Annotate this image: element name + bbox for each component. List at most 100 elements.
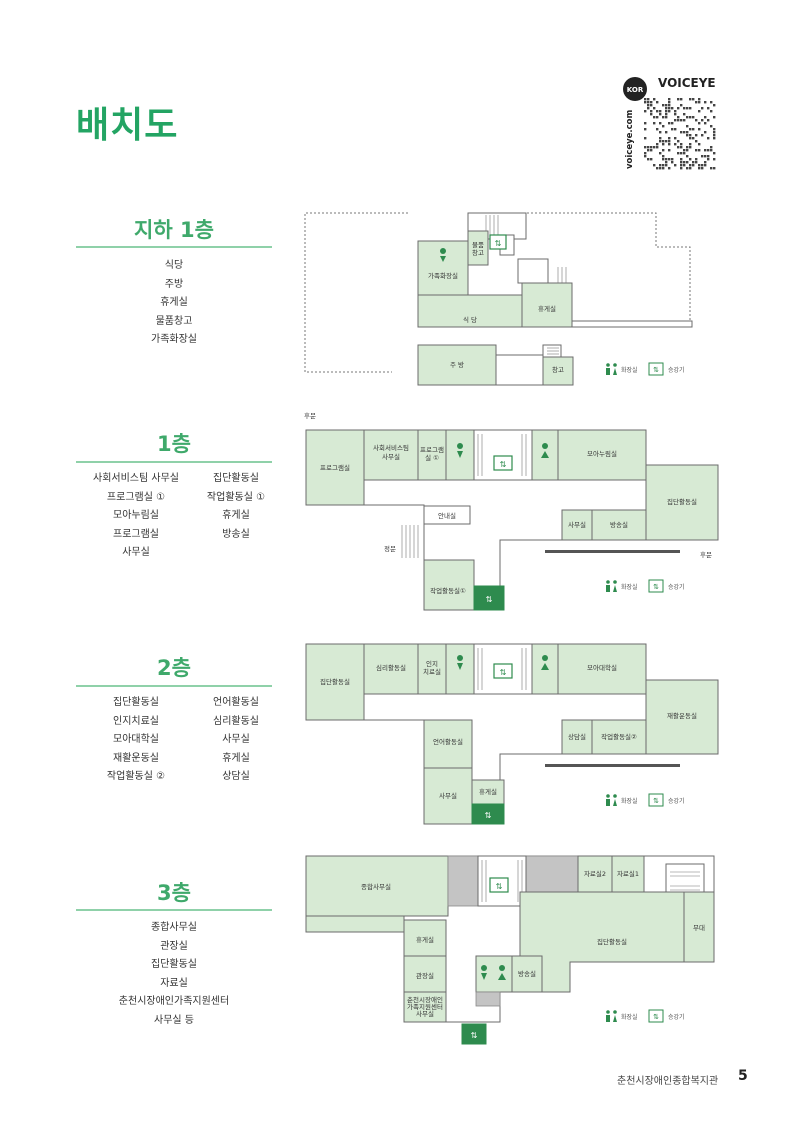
list-item	[196, 544, 276, 563]
list-item: 휴게실	[222, 752, 250, 764]
svg-text:⇅: ⇅	[485, 811, 492, 820]
room-label: 휴게실	[416, 935, 434, 944]
room-label: 집단활동실	[667, 497, 697, 506]
room-label: 창고	[552, 366, 564, 374]
room-social	[363, 429, 419, 481]
restroom-icon	[498, 965, 506, 980]
divider	[545, 764, 680, 767]
room-label: 심리활동실	[376, 663, 406, 672]
elevator-icon: ⇅	[489, 234, 507, 250]
list-item: 방송실	[222, 528, 250, 540]
voiceye-url: voiceye.com	[625, 109, 635, 169]
restroom-icon	[606, 794, 617, 806]
room-counsel	[561, 719, 593, 755]
room-psych	[363, 643, 419, 695]
elevator-icon: ⇅	[648, 793, 664, 807]
legend: 화장실 ⇅ 승강기	[606, 579, 685, 593]
room-kitchen	[417, 344, 497, 386]
room-rehab	[645, 679, 719, 755]
b1-room-list: 식당 주방 휴게실 물품창고 가족화장실	[76, 257, 272, 350]
list-item: 자료실	[160, 977, 188, 989]
room-label: 재활운동실	[667, 711, 697, 720]
room-label: 춘천시장애인	[407, 995, 443, 1004]
floor-plan-3f: ⇅ ⇅ 종합사무실 자료실2 자료실1 무대 집단활동실 휴게실 관장실 방송실…	[305, 855, 715, 1045]
room-storage	[467, 230, 489, 266]
room-label: 상담실	[568, 732, 586, 741]
room-moa	[557, 429, 647, 481]
svg-text:⇅: ⇅	[495, 239, 502, 248]
room-office	[561, 509, 593, 541]
room-label: 작업활동실①	[430, 586, 466, 595]
restroom-icon	[606, 580, 617, 592]
list-item: 집단활동실	[113, 697, 159, 708]
list-item: 프로그램실	[113, 528, 159, 540]
room-label: 안내실	[438, 511, 456, 520]
list-item: 관장실	[160, 940, 188, 952]
elevator-icon: ⇅	[493, 455, 513, 471]
room-label: 사무실	[439, 791, 457, 800]
list-item: 심리활동실	[213, 715, 259, 727]
elevator-icon: ⇅	[648, 1009, 664, 1023]
floor-plan-1f: ⇅ ⇅ 프로그램실 사회서비스팀 사무실 프로그램 실 ① 모아누림실 집단활동…	[304, 412, 719, 611]
room-label: 방송실	[610, 520, 628, 529]
list-item: 모아누림실	[113, 510, 159, 521]
legend-elevator: 승강기	[668, 366, 685, 374]
svg-text:⇅: ⇅	[653, 797, 659, 805]
divider	[76, 685, 272, 687]
svg-text:⇅: ⇅	[500, 460, 507, 469]
room-broadcast	[511, 955, 543, 993]
legend: 화장실 ⇅ 승강기	[606, 1009, 685, 1023]
restroom-icon	[606, 363, 617, 375]
room-office	[423, 767, 473, 825]
room-group	[645, 464, 719, 541]
restroom-icon	[457, 443, 463, 458]
list-item: 가족화장실	[151, 334, 197, 345]
list-item: 물품창고	[155, 315, 193, 327]
list-item: 사무실	[122, 547, 150, 558]
room-label: 프로그램	[420, 446, 444, 454]
room-label: 모아누림실	[587, 449, 617, 458]
room-info	[423, 505, 471, 525]
restroom-icon	[440, 248, 446, 262]
legend-elevator: 승강기	[668, 1013, 685, 1021]
restroom-icon	[606, 1010, 617, 1022]
room-label: 관장실	[416, 971, 434, 980]
list-item: 모아대학실	[113, 734, 159, 745]
legend: 화장실 ⇅ 승강기	[606, 793, 685, 807]
room-label: 자료실2	[584, 869, 606, 878]
room-label: 언어활동실	[433, 737, 463, 746]
divider	[76, 461, 272, 463]
room-director	[403, 955, 447, 993]
list-item: 상담실	[222, 771, 250, 782]
svg-text:⇅: ⇅	[496, 882, 503, 891]
legend-elevator: 승강기	[668, 797, 685, 805]
floor-title-2f: 2층	[157, 656, 191, 680]
room-cog	[417, 643, 447, 695]
room-label: 프로그램실	[320, 463, 350, 472]
svg-text:⇅: ⇅	[500, 668, 507, 677]
room-label: 사무실	[416, 1009, 434, 1018]
list-item: 사무실 등	[154, 1014, 194, 1026]
svg-text:⇅: ⇅	[471, 1031, 478, 1040]
list-item: 휴게실	[222, 510, 250, 521]
room-label: 사무실	[568, 520, 586, 529]
room-label: 가족화장실	[428, 271, 458, 280]
room-label: 사회서비스팀	[373, 443, 409, 452]
room-label: 사무실	[382, 452, 400, 461]
list-item: 주방	[164, 278, 184, 290]
list-item: 언어활동실	[213, 697, 259, 708]
legend-restroom: 화장실	[621, 366, 638, 374]
room-archive1	[611, 855, 645, 893]
elevator-icon: ⇅	[648, 579, 664, 593]
room-work2	[591, 719, 647, 755]
label-back-gate-2: 후문	[700, 551, 712, 559]
room-label: 방송실	[518, 969, 536, 978]
restroom-icon	[541, 655, 549, 670]
page-title: 배치도	[76, 105, 179, 146]
room-label: 자료실1	[617, 869, 639, 878]
room-moa	[557, 643, 647, 695]
qr-pattern	[644, 98, 716, 170]
kor-badge: KOR	[627, 86, 644, 94]
list-item: 인지치료실	[113, 715, 159, 727]
